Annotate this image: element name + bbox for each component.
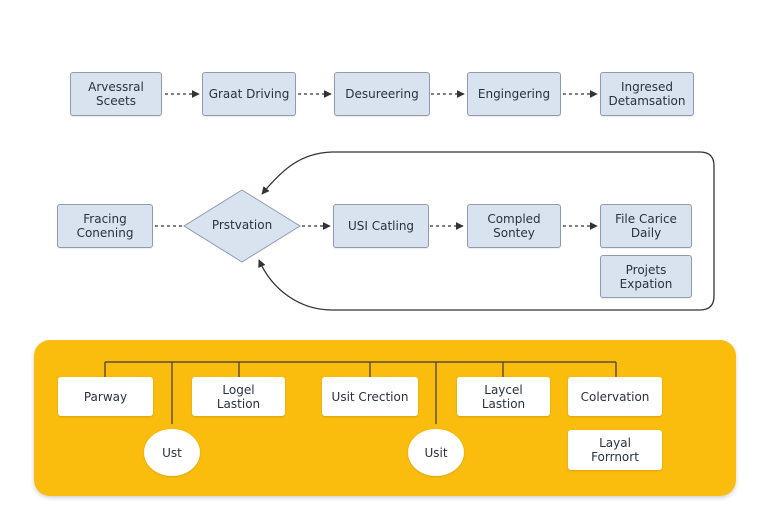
panel-box-logel-lastion: Logel Lastion <box>192 377 285 416</box>
node-ingresed-detamsation: Ingresed Detamsation <box>600 72 694 116</box>
decision-diamond <box>183 189 301 263</box>
node-compled-sontey: Compled Sontey <box>467 204 561 248</box>
node-desureering: Desureering <box>334 72 430 116</box>
panel-box-parway: Parway <box>58 377 153 416</box>
panel-box-usit-crection: Usit Crection <box>322 377 418 416</box>
panel-oval-usit: Usit <box>408 429 464 476</box>
panel-box-layal-forrnort: Layal Forrnort <box>568 430 662 470</box>
feedback-loop-top <box>258 151 715 311</box>
yellow-panel <box>34 340 736 496</box>
node-fracing-conening: Fracing Conening <box>57 204 153 248</box>
node-usi-catling: USI Catling <box>333 204 429 248</box>
node-graat-driving: Graat Driving <box>202 72 296 116</box>
panel-box-colervation: Colervation <box>568 377 662 416</box>
node-file-carice-daily: File Carice Daily <box>600 204 692 248</box>
panel-oval-ust: Ust <box>144 429 200 476</box>
diamond-label-prstvation: Prstvation <box>211 218 273 232</box>
node-arvessral-sceets: Arvessral Sceets <box>70 72 162 116</box>
panel-box-laycel-lastion: Laycel Lastion <box>457 377 550 416</box>
node-engingering: Engingering <box>467 72 561 116</box>
node-projets-expation: Projets Expation <box>600 255 692 298</box>
